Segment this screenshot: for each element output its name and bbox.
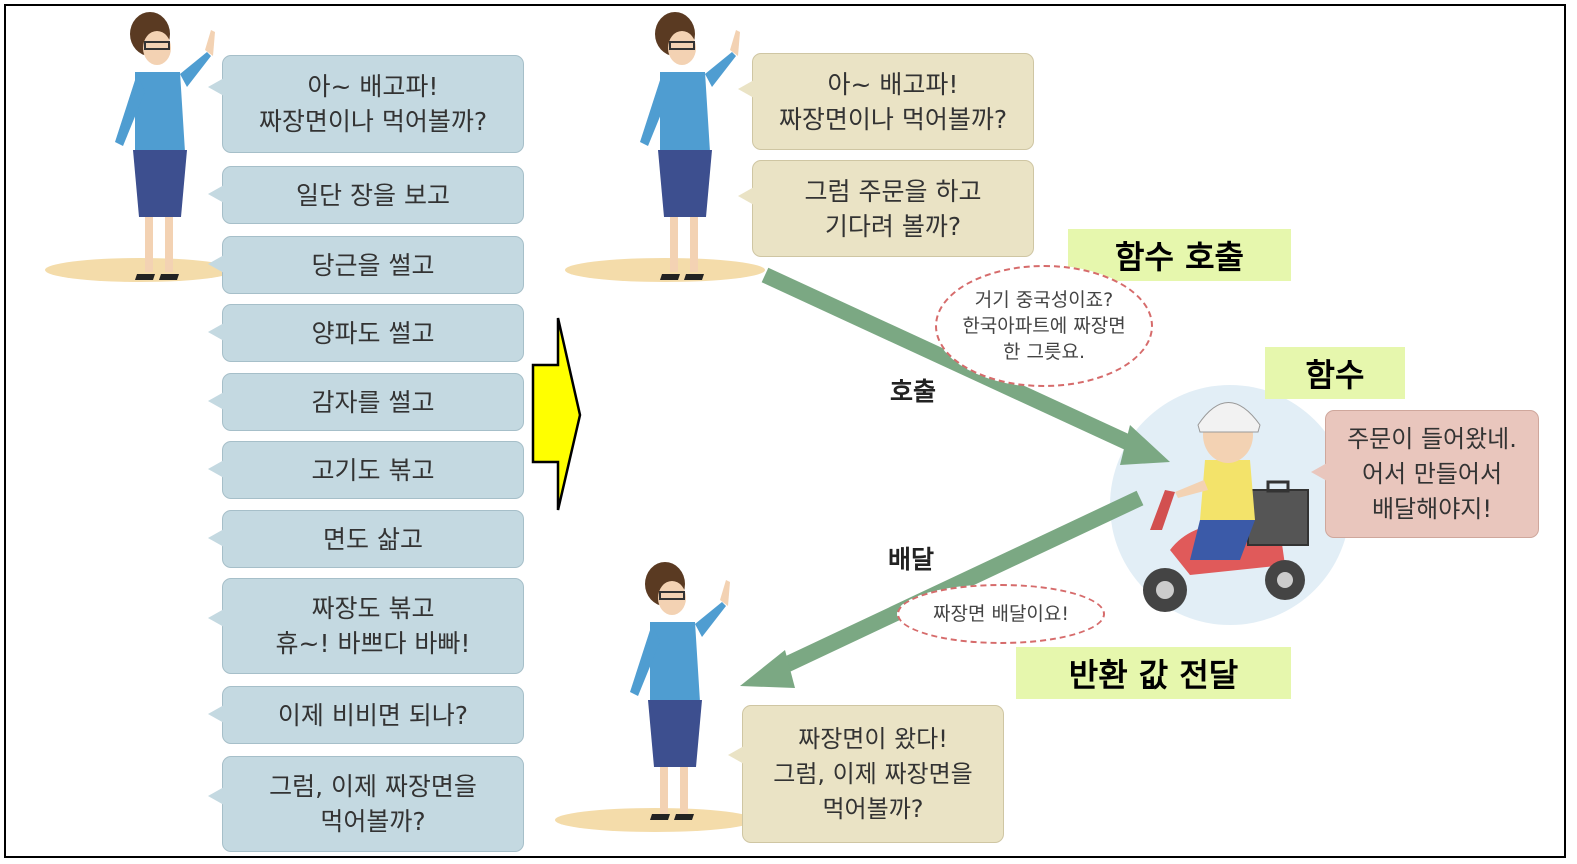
step-text: 짜장도 볶고 휴~! 바쁘다 바빠!: [275, 594, 471, 658]
floor-shadow: [565, 258, 765, 282]
woman-figure-icon: [115, 12, 215, 280]
left-step-7: 면도 삶고: [208, 510, 524, 568]
left-step-3: 당근을 썰고: [208, 236, 524, 294]
call-flow-arrow-icon: [761, 267, 1170, 465]
function-call-label: 함수 호출: [1068, 229, 1291, 281]
right-bubble-hungry: 아~ 배고파! 짜장면이나 먹어볼까?: [738, 53, 1034, 150]
step-text: 그럼, 이제 짜장면을 먹어볼까?: [269, 772, 477, 836]
woman-figure-icon: [640, 12, 740, 280]
left-step-6: 고기도 볶고: [208, 441, 524, 499]
step-text: 면도 삶고: [323, 524, 423, 554]
order-call-oval: 거기 중국성이죠? 한국아파트에 짜장면 한 그릇요.: [935, 265, 1153, 387]
right-bubble-order: 그럼 주문을 하고 기다려 볼까?: [738, 160, 1034, 257]
step-text: 일단 장을 보고: [296, 180, 450, 210]
yellow-arrow-icon: [531, 317, 582, 511]
bubble-tail: [208, 255, 224, 273]
bubble-tail: [208, 787, 224, 805]
step-text: 아~ 배고파! 짜장면이나 먹어볼까?: [258, 72, 488, 136]
bubble-tail: [738, 187, 754, 205]
step-text: 양파도 썰고: [311, 318, 435, 348]
return-value-label: 반환 값 전달: [1016, 647, 1291, 699]
bubble-text: 짜장면이 왔다! 그럼, 이제 짜장면을 먹어볼까?: [773, 724, 973, 823]
left-step-10: 그럼, 이제 짜장면을 먹어볼까?: [208, 756, 524, 852]
delivery-rider-icon: [1143, 402, 1309, 612]
function-label: 함수: [1265, 347, 1405, 399]
woman-figure-icon: [630, 562, 730, 820]
left-step-9: 이제 비비면 되나?: [208, 686, 524, 744]
floor-shadow: [45, 258, 235, 282]
step-text: 이제 비비면 되나?: [277, 700, 469, 730]
bubble-text: 주문이 들어왔네. 어서 만들어서 배달해야지!: [1347, 424, 1517, 523]
bubble-tail: [208, 78, 224, 96]
bubble-tail: [208, 185, 224, 203]
left-step-2: 일단 장을 보고: [208, 166, 524, 224]
left-step-1: 아~ 배고파! 짜장면이나 먹어볼까?: [208, 55, 524, 153]
bubble-tail: [208, 323, 224, 341]
bubble-tail: [208, 609, 224, 627]
left-step-5: 감자를 썰고: [208, 373, 524, 431]
diagram-frame: [4, 4, 1566, 858]
left-step-8: 짜장도 볶고 휴~! 바쁘다 바빠!: [208, 578, 524, 674]
bubble-tail: [728, 746, 744, 764]
bubble-tail: [208, 392, 224, 410]
bubble-tail: [208, 529, 224, 547]
bubble-tail: [738, 80, 754, 98]
bubble-text: 그럼 주문을 하고 기다려 볼까?: [804, 176, 982, 241]
delivery-label: 배달: [888, 545, 935, 574]
step-text: 감자를 썰고: [311, 387, 435, 417]
bubble-text: 아~ 배고파! 짜장면이나 먹어볼까?: [778, 69, 1008, 134]
bubble-tail: [208, 460, 224, 478]
step-text: 고기도 볶고: [311, 455, 435, 485]
right-bubble-arrived: 짜장면이 왔다! 그럼, 이제 짜장면을 먹어볼까?: [728, 705, 1004, 843]
delivery-oval: 짜장면 배달이요!: [897, 584, 1105, 644]
left-step-4: 양파도 썰고: [208, 304, 524, 362]
step-text: 당근을 썰고: [311, 250, 435, 280]
bubble-tail: [1311, 463, 1327, 481]
call-label: 호출: [890, 377, 937, 406]
function-bubble: 주문이 들어왔네. 어서 만들어서 배달해야지!: [1311, 410, 1539, 538]
return-flow-arrow-icon: [740, 490, 1144, 688]
bubble-tail: [208, 705, 224, 723]
